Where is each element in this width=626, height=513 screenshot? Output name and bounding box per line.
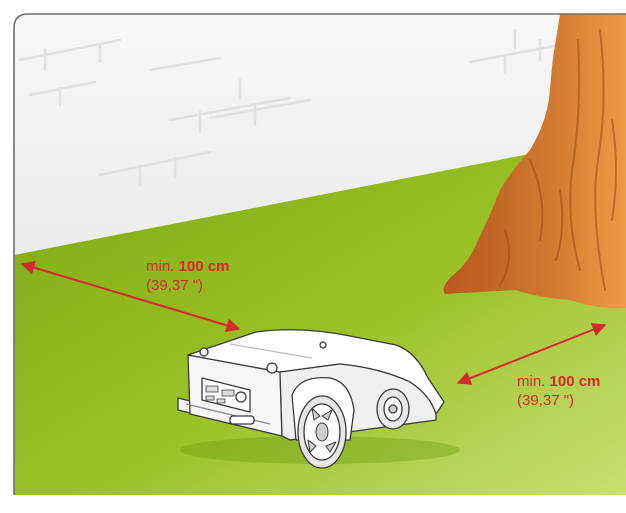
clearance-prefix: min. xyxy=(517,373,545,390)
clearance-prefix: min. xyxy=(146,258,174,275)
clearance-imperial: (39,37 ") xyxy=(146,276,229,295)
clearance-value: 100 cm xyxy=(550,373,601,390)
clearance-value: 100 cm xyxy=(179,258,230,275)
clearance-label-left: min. 100 cm (39,37 ") xyxy=(146,257,229,295)
clearance-label-right: min. 100 cm (39,37 ") xyxy=(517,372,600,410)
clearance-imperial: (39,37 ") xyxy=(517,391,600,410)
